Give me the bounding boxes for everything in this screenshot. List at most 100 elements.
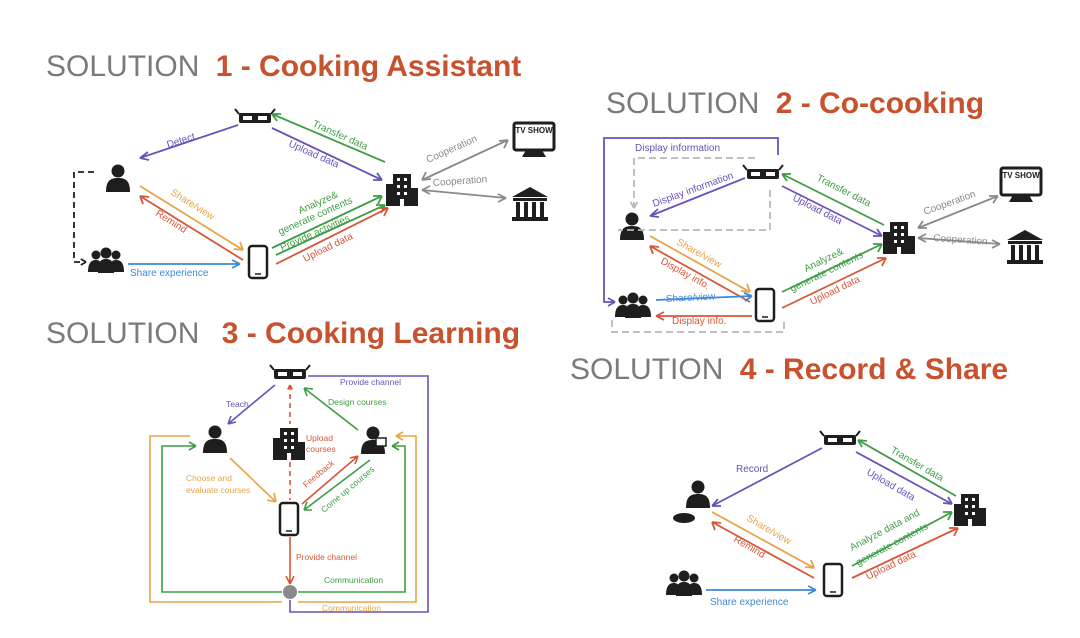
transfer-arrow [781,173,885,226]
cooperation-museum-arrow [421,185,507,203]
smartphone-icon [247,244,269,280]
analyze-arrow [851,511,953,567]
building-icon [883,222,915,254]
hub-node [283,585,297,599]
teach-label: Teach [226,399,249,409]
share-view-arrow [649,235,751,293]
solution-1-arrows [73,113,509,269]
museum-icon [512,187,548,221]
analyze-arrow [781,243,883,293]
communication-green-left [161,441,282,593]
provide-channel-label: Provide channel [340,377,401,387]
analyze-arrow [271,195,383,249]
tv-show-text: TV SHOW [515,126,553,135]
communication-label-1: Communication [324,575,383,585]
cooperation-tv-label: Cooperation [425,134,479,166]
smart-glasses-icon [742,164,784,180]
solution-2-arrows [603,137,1001,333]
display-info-2-label: Display info. [672,316,726,327]
user-icon [203,425,227,453]
upload-data-label: Upload data [865,467,918,504]
cooperation-tv-arrow [917,195,999,229]
upload-courses-label-1: Upload [306,433,333,443]
dashed-loop-arrow [73,171,94,267]
remind-label: Remind [732,534,767,561]
group-icon [615,292,651,318]
dashed-gray-arrow-3 [611,318,785,333]
share-view-arrow [139,185,244,251]
share-experience-label: Share experience [130,268,209,279]
display-info-top-arrow [603,137,779,307]
cooperation-museum-label: Cooperation [933,233,988,248]
communication-label-2: Communication [322,603,381,613]
solution-4-arrows [706,439,959,595]
user-icon [106,164,130,192]
smartphone-icon [822,562,844,598]
communication-orange-right [298,431,417,603]
solution-3-name: 3 - Cooking Learning [222,317,520,350]
remind-arrow [711,521,815,579]
museum-icon [1007,230,1043,264]
upload-data-label: Upload data [791,193,844,227]
display-info-2-arrow [655,311,752,321]
solution-1-prefix: SOLUTION [46,50,199,83]
cooperation-museum-label: Cooperation [432,174,487,189]
solution-3-prefix: SOLUTION [46,317,199,350]
transfer-arrow [271,113,386,163]
share-view-arrow [711,511,815,569]
user-icon [620,212,644,240]
share-experience-arrow [128,259,241,269]
record-label: Record [736,464,768,475]
record-arrow [711,447,823,507]
cook-icon [673,480,710,523]
upload-data-2-arrow [781,257,887,309]
tv-show-icon: TV SHOW [512,121,556,159]
transfer-arrow [857,439,957,497]
choose-label-1: Choose and [186,473,232,483]
transfer-data-label: Transfer data [889,445,946,484]
share-experience-label: Share experience [710,597,789,608]
group-icon [88,247,124,273]
smart-glasses-icon [234,108,276,124]
feedback-label: Feedback [301,457,337,489]
solution-3: SOLUTION 3 - Cooking Learning [46,317,520,613]
smart-glasses-icon [819,430,861,446]
transfer-data-label: Transfer data [311,119,370,153]
solution-4-prefix: SOLUTION [570,353,723,386]
dashed-gray-arrow-1 [629,157,755,209]
solution-2-title: SOLUTION 2 - Co-cooking [606,87,984,120]
solution-2: SOLUTION 2 - Co-cooking TV SHOW [603,87,1043,333]
tv-show-text: TV SHOW [1002,171,1040,180]
solution-4: SOLUTION 4 - Record & Share Record Trans… [570,353,1008,608]
building-icon [954,494,986,526]
cooperation-tv-label: Cooperation [922,189,977,218]
choose-arrow [229,457,277,503]
feedback-arrow [301,455,359,505]
solution-1: SOLUTION 1 - Cooking Assistant TV SHOW [46,50,556,280]
dashed-gray-arrow-2 [618,190,771,231]
cooperation-museum-arrow [917,233,1001,249]
solution-2-prefix: SOLUTION [606,87,759,120]
share-experience-arrow [706,585,817,595]
solution-4-title: SOLUTION 4 - Record & Share [570,353,1008,386]
provide-channel-arrow [289,375,429,613]
upload-courses-label-2: courses [306,444,336,454]
solution-1-name: 1 - Cooking Assistant [216,50,522,83]
provide-channel-2-label: Provide channel [296,552,357,562]
tv-show-icon: TV SHOW [999,166,1043,204]
come-up-courses-arrow [303,459,371,511]
detect-arrow [139,124,239,161]
display-information-label: Display information [651,170,735,209]
communication-green-right [298,441,406,593]
smartphone-icon [754,287,776,323]
cooperation-tv-arrow [421,139,509,181]
upload-data-2-arrow [851,527,959,579]
display-information-top-label: Display information [635,143,720,154]
solution-2-labels: Display information Display information … [635,143,988,327]
upload-data-label: Upload data [287,139,341,171]
design-courses-label: Design courses [328,397,387,407]
smart-glasses-icon [269,364,311,380]
display-info-arrow [649,245,751,303]
display-information-arrow [649,177,746,218]
